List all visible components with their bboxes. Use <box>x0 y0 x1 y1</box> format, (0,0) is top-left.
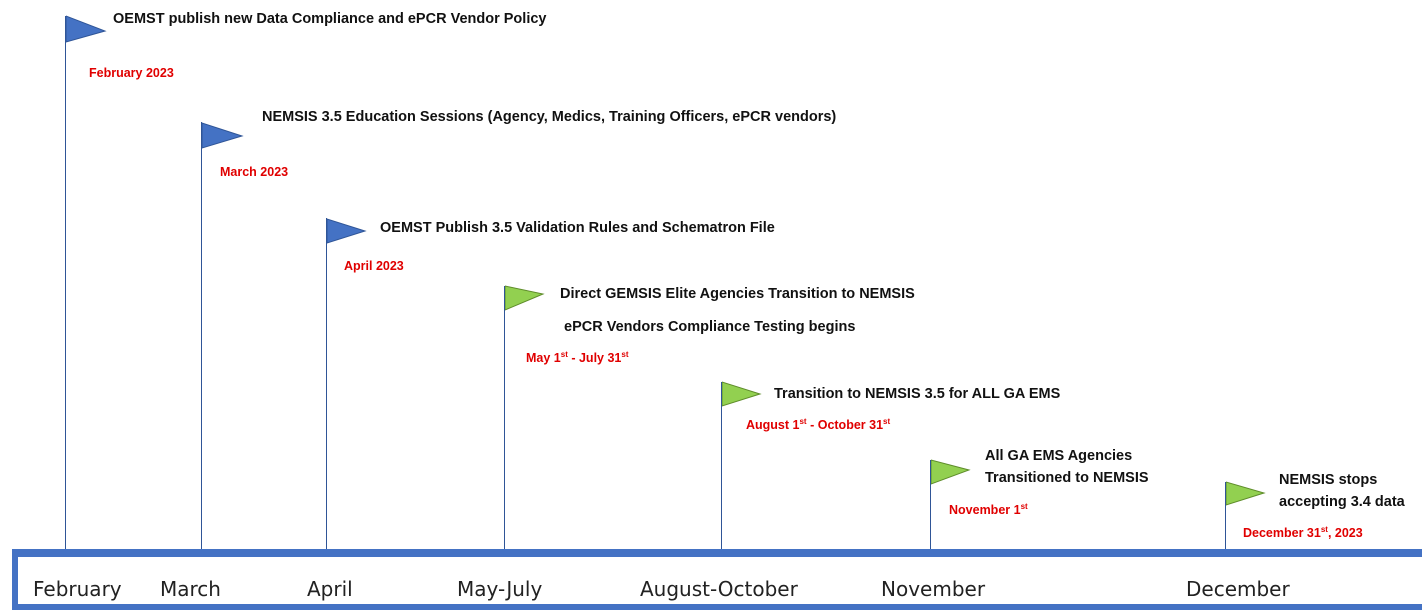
date-superscript: st <box>621 349 629 359</box>
milestone-pole-february <box>65 16 66 549</box>
flag-icon <box>66 15 107 43</box>
date-text: , 2023 <box>1327 526 1363 540</box>
milestone-title-may-july: Direct GEMSIS Elite Agencies Transition … <box>560 286 915 302</box>
date-superscript: st <box>883 416 891 426</box>
flag-icon <box>505 285 545 311</box>
milestone-title-february: OEMST publish new Data Compliance and eP… <box>113 11 547 27</box>
milestone-date-august-october: August 1st - October 31st <box>746 416 891 432</box>
milestone-title-april: OEMST Publish 3.5 Validation Rules and S… <box>380 220 775 236</box>
timeline-month-april: April <box>307 577 353 601</box>
date-superscript: st <box>560 349 568 359</box>
milestone-title-november-line1: All GA EMS Agencies <box>985 448 1133 464</box>
date-text: December 31 <box>1243 526 1321 540</box>
timeline-month-december: December <box>1186 577 1290 601</box>
milestone-pole-december <box>1225 482 1226 549</box>
milestone-date-november: November 1st <box>949 501 1028 517</box>
milestone-date-december: December 31st, 2023 <box>1243 524 1363 540</box>
milestone-pole-november <box>930 460 931 549</box>
flag-icon <box>931 459 971 485</box>
date-text: - July 31 <box>567 351 622 365</box>
date-text: May 1 <box>526 351 561 365</box>
milestone-date-march: March 2023 <box>220 165 289 179</box>
timeline-month-november: November <box>881 577 986 601</box>
timeline-month-august-october: August-October <box>640 577 798 601</box>
date-text: November 1 <box>949 503 1021 517</box>
timeline-bar-inner <box>18 557 1422 604</box>
flag-icon <box>327 218 367 244</box>
date-superscript: st <box>1320 524 1328 534</box>
date-superscript: st <box>1020 501 1028 511</box>
milestone-pole-april <box>326 218 327 549</box>
milestone-subtitle-may-july: ePCR Vendors Compliance Testing begins <box>564 319 856 335</box>
milestone-date-april: April 2023 <box>344 259 404 273</box>
flag-icon <box>1226 481 1266 506</box>
milestone-pole-may-july <box>504 286 505 549</box>
milestone-title-december-line1: NEMSIS stops <box>1279 472 1378 488</box>
milestone-title-march: NEMSIS 3.5 Education Sessions (Agency, M… <box>262 109 837 125</box>
timeline-month-march: March <box>160 577 221 601</box>
milestone-date-may-july: May 1st - July 31st <box>526 349 629 365</box>
milestone-title-august-october: Transition to NEMSIS 3.5 for ALL GA EMS <box>774 386 1061 402</box>
milestone-title-december-line2: accepting 3.4 data <box>1279 494 1405 510</box>
flag-icon <box>722 381 762 407</box>
timeline-month-february: February <box>33 577 122 601</box>
date-text: - October 31 <box>806 418 884 432</box>
milestone-date-february: February 2023 <box>89 66 174 80</box>
milestone-pole-august-october <box>721 382 722 549</box>
milestone-pole-march <box>201 122 202 549</box>
date-text: August 1 <box>746 418 800 432</box>
timeline-bar <box>12 549 1422 610</box>
date-superscript: st <box>799 416 807 426</box>
timeline-month-may-july: May-July <box>457 577 543 601</box>
milestone-title-november-line2: Transitioned to NEMSIS <box>985 470 1149 486</box>
flag-icon <box>202 122 244 149</box>
